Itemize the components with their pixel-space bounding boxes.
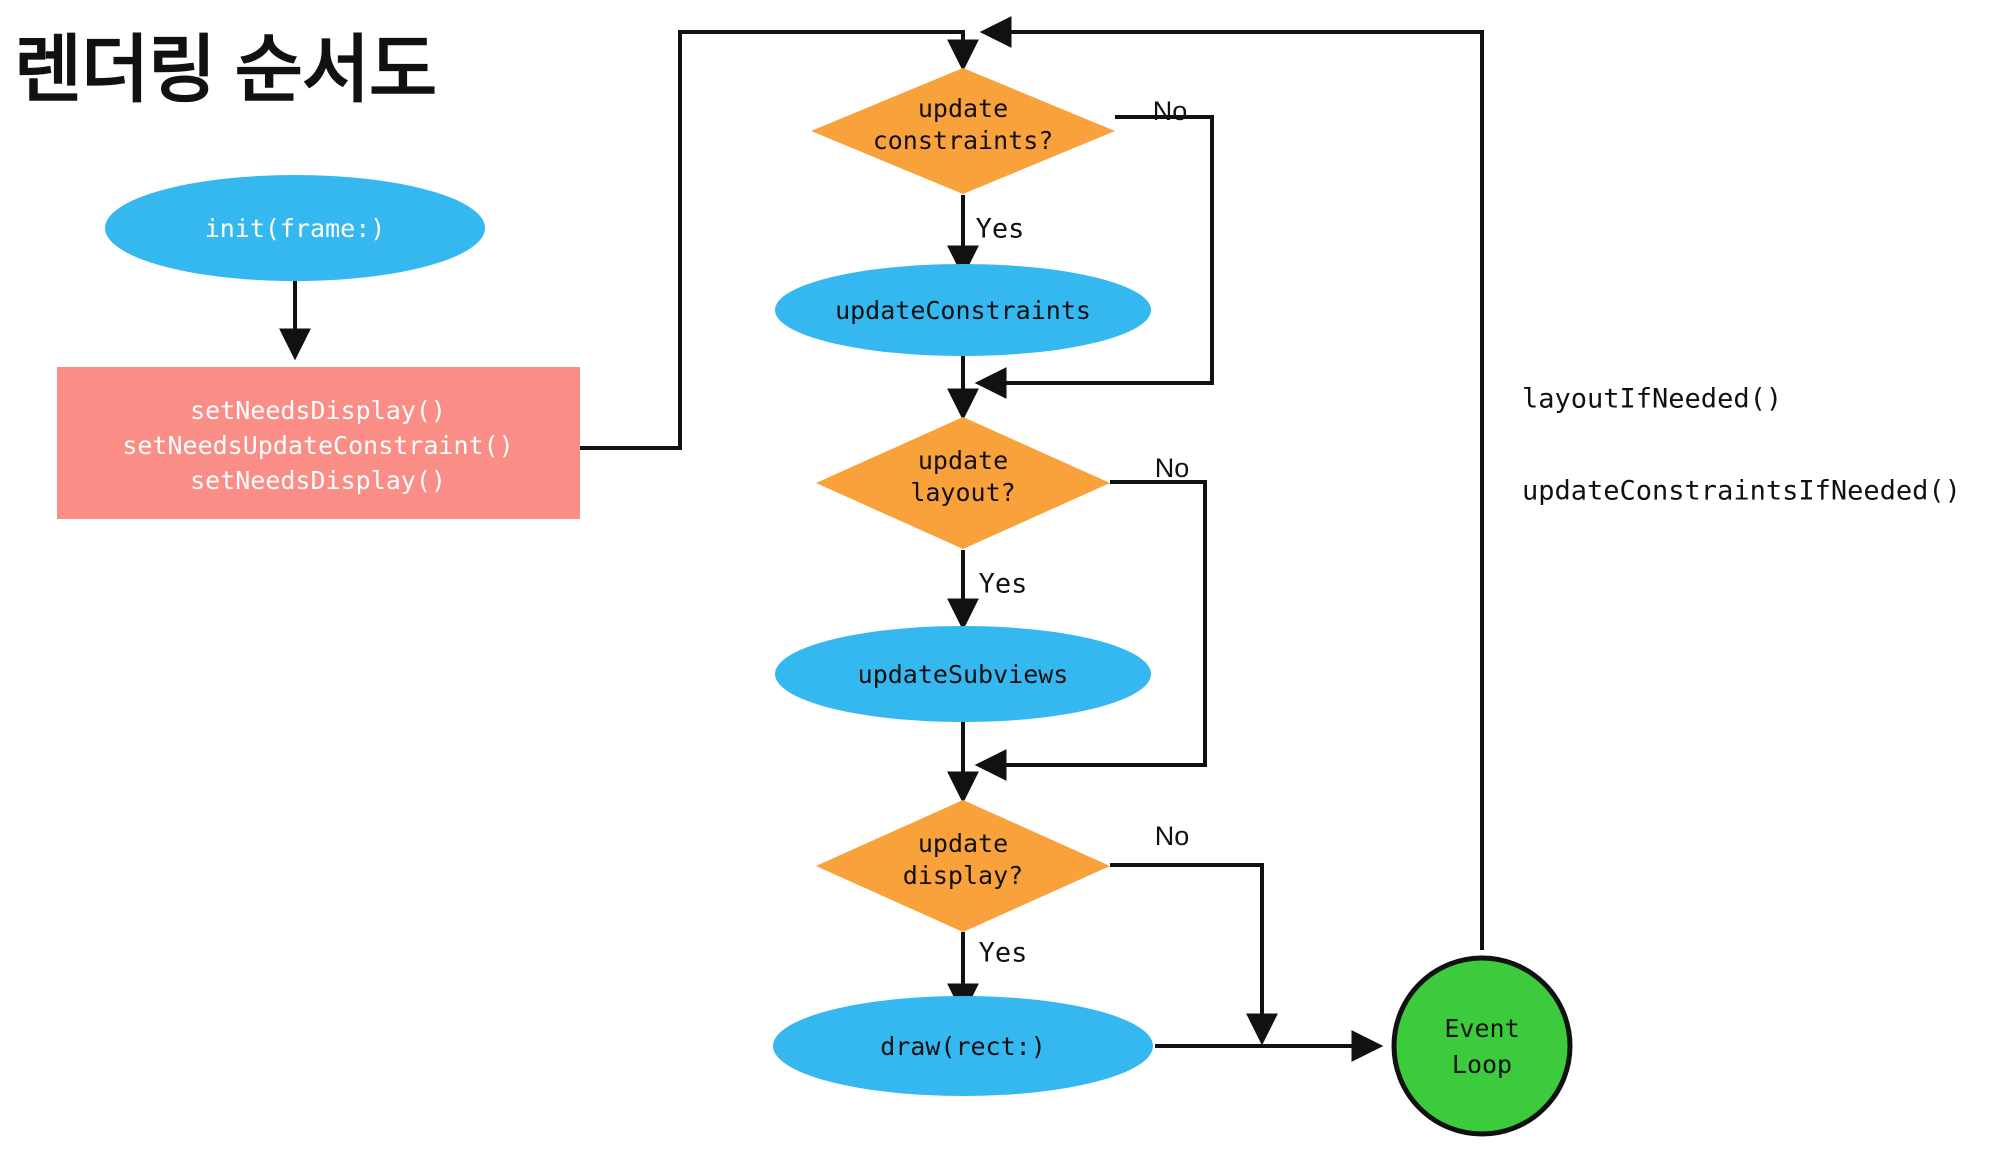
- node-setneeds[interactable]: setNeedsDisplay() setNeedsUpdateConstrai…: [57, 367, 580, 519]
- setneeds-line-1: setNeedsDisplay(): [190, 396, 446, 425]
- edge-display-no: [1110, 863, 1278, 1046]
- update-constraints-label: updateConstraints: [835, 296, 1091, 325]
- node-init[interactable]: init(frame:): [105, 175, 485, 281]
- edge-label-layout-yes: Yes: [979, 569, 1028, 600]
- update-display-question-line-2: display?: [903, 861, 1023, 890]
- node-event-loop[interactable]: Event Loop: [1391, 955, 1573, 1137]
- setneeds-line-2: setNeedsUpdateConstraint(): [122, 431, 513, 460]
- edge-label-display-no: No: [1155, 821, 1190, 851]
- edge-label-constraints-yes: Yes: [976, 214, 1025, 245]
- update-subviews-ellipse-shape: [775, 626, 1151, 722]
- draw-label: draw(rect:): [880, 1032, 1046, 1061]
- node-update-layout-question[interactable]: update layout?: [816, 417, 1110, 549]
- update-display-question-line-1: update: [918, 829, 1008, 858]
- event-loop-circle-shape: [1391, 955, 1573, 1137]
- draw-ellipse-shape: [773, 996, 1153, 1096]
- update-layout-question-line-2: layout?: [910, 478, 1015, 507]
- update-layout-question-line-1: update: [918, 446, 1008, 475]
- node-update-constraints-question[interactable]: update constraints?: [811, 68, 1115, 194]
- update-subviews-label: updateSubviews: [858, 660, 1069, 689]
- init-ellipse-shape: [105, 175, 485, 281]
- node-update-constraints[interactable]: updateConstraints: [775, 264, 1151, 356]
- edge-layout-no: [974, 480, 1207, 781]
- event-loop-line-1: Event: [1444, 1014, 1519, 1043]
- note-update-constraints-if-needed: updateConstraintsIfNeeded(): [1522, 476, 1961, 507]
- setneeds-line-3: setNeedsDisplay(): [190, 466, 446, 495]
- edge-label-layout-no: No: [1155, 453, 1190, 483]
- update-constraints-ellipse-shape: [775, 264, 1151, 356]
- update-display-diamond-shape: [816, 800, 1110, 932]
- setneeds-rect-shape: [57, 367, 580, 519]
- update-layout-diamond-shape: [816, 417, 1110, 549]
- update-constraints-question-line-2: constraints?: [873, 126, 1054, 155]
- edge-setneeds-to-constraints-question: [580, 30, 979, 450]
- update-constraints-diamond-shape: [811, 68, 1115, 194]
- event-loop-line-2: Loop: [1452, 1050, 1512, 1079]
- note-layout-if-needed: layoutIfNeeded(): [1522, 384, 1782, 415]
- edge-label-display-yes: Yes: [979, 938, 1028, 969]
- edge-constraints-no: [974, 115, 1214, 399]
- node-draw[interactable]: draw(rect:): [773, 996, 1153, 1096]
- node-update-subviews[interactable]: updateSubviews: [775, 626, 1151, 722]
- update-constraints-question-line-1: update: [918, 94, 1008, 123]
- init-label: init(frame:): [205, 214, 386, 243]
- edge-eventloop-to-constraints-question: [979, 16, 1484, 950]
- page-title: 렌더링 순서도: [14, 28, 437, 111]
- edge-label-constraints-no: No: [1153, 96, 1188, 126]
- node-update-display-question[interactable]: update display?: [816, 800, 1110, 932]
